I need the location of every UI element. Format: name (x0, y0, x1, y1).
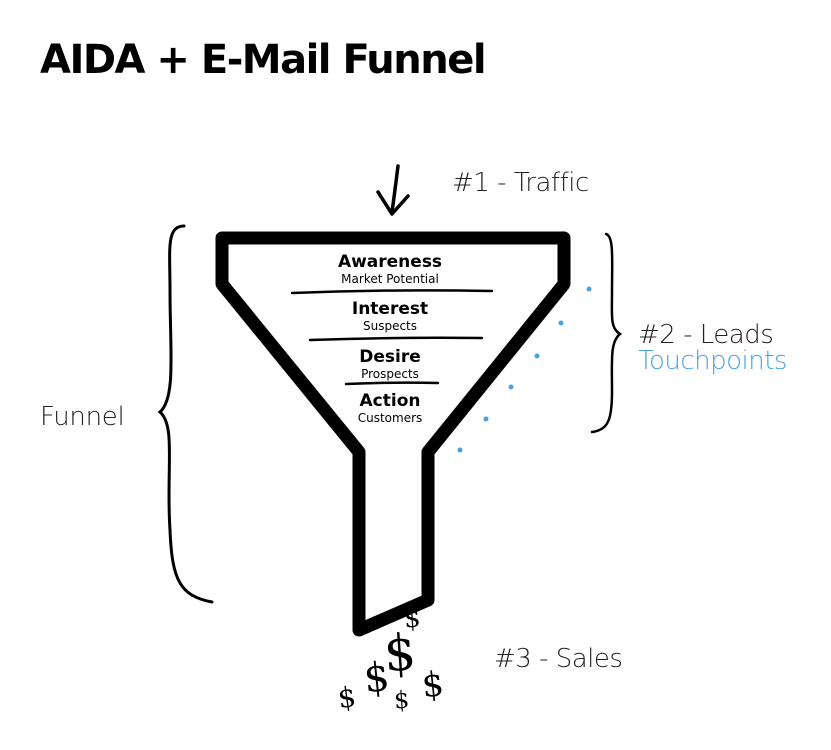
dot-icon (457, 447, 463, 453)
stage-awareness-name: Awareness (337, 252, 443, 272)
dot-icon (586, 286, 592, 292)
stage-action-name: Action (359, 391, 421, 411)
dot-icon (534, 353, 540, 359)
funnel-label: Funnel (40, 402, 125, 432)
stage-interest-sub: Suspects (362, 319, 418, 333)
page-title: AIDA + E-Mail Funnel (40, 37, 487, 83)
dollar-sign-icon: $ (335, 679, 358, 716)
touchpoint-dots (457, 286, 592, 453)
sales-label: #3 - Sales (494, 644, 623, 674)
stage-desire-name: Desire (359, 347, 421, 367)
stage-desire-sub: Prospects (361, 367, 419, 381)
stage-action-sub: Customers (357, 411, 423, 425)
leads-brace (590, 232, 623, 434)
dollar-sign-icon: $ (382, 622, 418, 684)
dollar-sign-icon: $ (393, 685, 411, 715)
leads-label: #2 - Leads (638, 320, 774, 350)
dollar-sign-icon: $ (402, 603, 422, 635)
stage-interest-name: Interest (351, 299, 429, 319)
funnel-brace (157, 224, 214, 604)
dot-icon (483, 416, 489, 422)
funnel-outline (215, 231, 571, 637)
arrow-down-icon (376, 164, 410, 216)
stage-divider (308, 336, 484, 342)
touchpoints-label: Touchpoints (638, 346, 787, 376)
stage-divider (344, 381, 440, 386)
dollar-sign-icon: $ (419, 663, 446, 707)
stage-divider (290, 289, 494, 295)
traffic-label: #1 - Traffic (452, 168, 589, 198)
dot-icon (508, 384, 514, 390)
stage-awareness-sub: Market Potential (341, 272, 439, 286)
dot-icon (558, 320, 564, 326)
